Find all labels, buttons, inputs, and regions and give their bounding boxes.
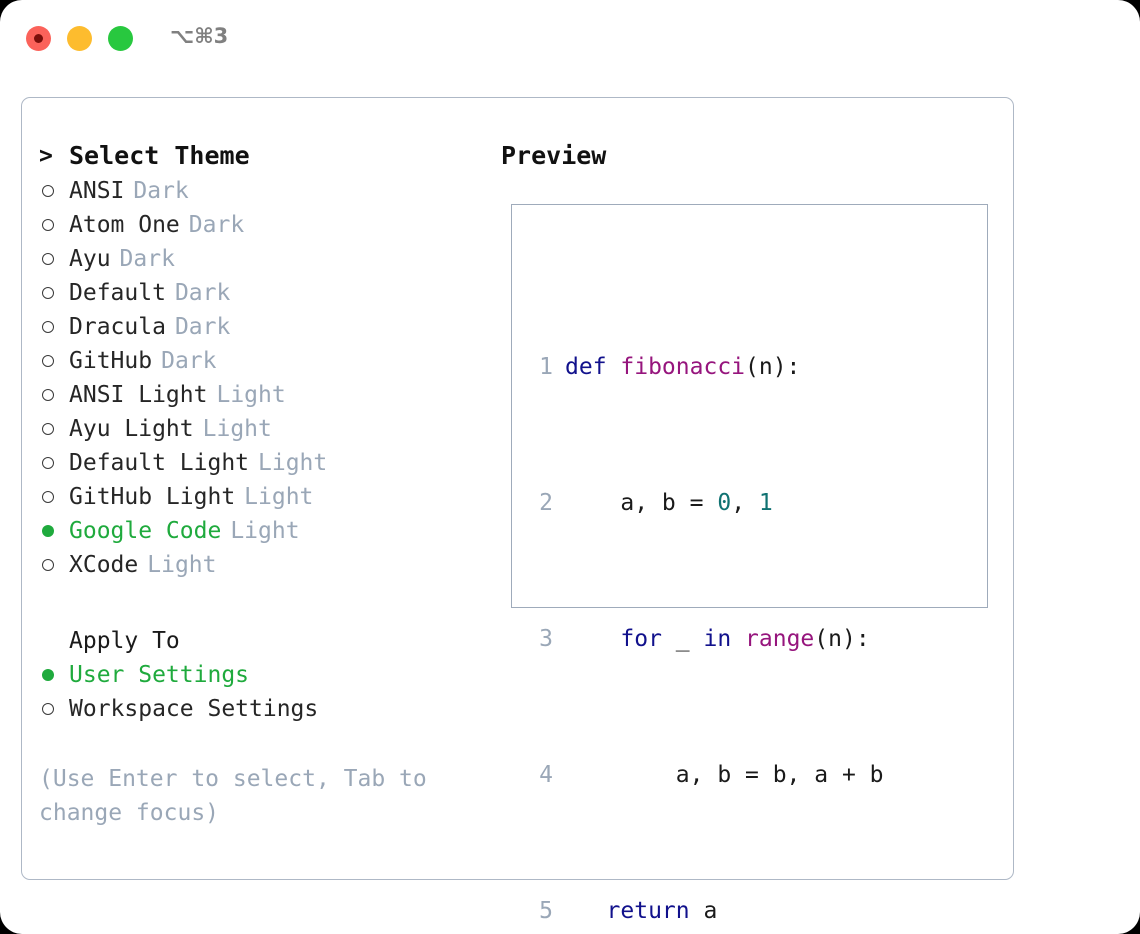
theme-label: Default xyxy=(69,280,166,306)
theme-label: GitHub Light xyxy=(69,484,236,510)
theme-variant-badge: Light xyxy=(147,552,217,578)
theme-variant-badge: Dark xyxy=(133,178,189,204)
keyboard-shortcut-label: ⌥⌘3 xyxy=(170,24,229,48)
section-spacer xyxy=(39,582,489,624)
code-token: for xyxy=(620,626,662,652)
preview-title: Preview xyxy=(501,141,607,170)
theme-label: Ayu Light xyxy=(69,416,194,442)
prompt-caret-icon: > xyxy=(39,143,53,169)
theme-option-ayu-light[interactable]: Ayu Light Light xyxy=(39,412,489,446)
theme-variant-badge: Light xyxy=(216,382,286,408)
line-number: 3 xyxy=(539,626,553,652)
apply-to-label: Workspace Settings xyxy=(69,696,319,722)
theme-picker-title-row: > Select Theme xyxy=(39,138,489,174)
maximize-window-icon[interactable] xyxy=(108,26,133,51)
theme-label: Dracula xyxy=(69,314,166,340)
apply-to-title: Apply To xyxy=(69,628,180,654)
code-line: 4 a, b = b, a + b xyxy=(525,758,911,792)
theme-variant-badge: Light xyxy=(202,416,272,442)
theme-label: Atom One xyxy=(69,212,180,238)
theme-option-xcode-light[interactable]: XCode Light xyxy=(39,548,489,582)
code-token: fibonacci xyxy=(620,354,746,380)
code-token: (n): xyxy=(745,354,801,380)
theme-label: Google Code xyxy=(69,518,222,544)
line-number: 1 xyxy=(539,354,553,380)
code-line: 3 for _ in range(n): xyxy=(525,622,911,656)
theme-variant-badge: Light xyxy=(258,450,328,476)
theme-label: ANSI Light xyxy=(69,382,208,408)
theme-label: GitHub xyxy=(69,348,153,374)
line-number: 5 xyxy=(539,898,553,924)
code-token: _ xyxy=(661,626,704,652)
code-token: a, b = b, a + b xyxy=(565,762,884,788)
theme-variant-badge: Dark xyxy=(161,348,217,374)
code-token: in xyxy=(703,626,732,652)
code-token xyxy=(565,898,607,924)
code-token: return xyxy=(606,898,690,924)
theme-label: XCode xyxy=(69,552,139,578)
code-token xyxy=(565,626,620,652)
theme-option-ansi-light[interactable]: ANSI Light Light xyxy=(39,378,489,412)
theme-label: ANSI xyxy=(69,178,125,204)
theme-label: Default Light xyxy=(69,450,250,476)
apply-to-label: User Settings xyxy=(69,662,250,688)
theme-variant-badge: Dark xyxy=(174,314,231,340)
code-token xyxy=(731,626,745,652)
keyboard-hint-text: (Use Enter to select, Tab to change focu… xyxy=(39,766,441,826)
apply-to-option-user-settings[interactable]: User Settings xyxy=(39,658,489,692)
theme-option-default-light[interactable]: Default Light Light xyxy=(39,446,489,480)
code-token: 0 xyxy=(717,490,732,516)
theme-variant-badge: Dark xyxy=(119,246,175,272)
code-token: 1 xyxy=(758,490,773,516)
apply-to-option-workspace-settings[interactable]: Workspace Settings xyxy=(39,692,489,726)
code-token: def xyxy=(565,354,621,380)
traffic-light-buttons xyxy=(26,26,133,51)
minimize-window-icon[interactable] xyxy=(67,26,92,51)
theme-variant-badge: Dark xyxy=(174,280,231,306)
theme-option-google-code-light[interactable]: Google Code Light xyxy=(39,514,489,548)
theme-option-default-dark[interactable]: Default Dark xyxy=(39,276,489,310)
theme-label: Ayu xyxy=(69,246,111,272)
code-token: a, b = xyxy=(565,490,718,516)
code-token: (n): xyxy=(814,626,870,652)
theme-option-ayu-dark[interactable]: Ayu Dark xyxy=(39,242,489,276)
code-line: 1 def fibonacci(n): xyxy=(525,350,911,384)
close-window-icon[interactable] xyxy=(26,26,51,51)
code-token: range xyxy=(745,626,815,652)
code-token: , xyxy=(731,490,759,516)
line-number: 4 xyxy=(539,762,553,788)
code-token: a xyxy=(689,898,718,924)
code-line: 5 return a xyxy=(525,894,911,928)
theme-option-github-light[interactable]: GitHub Light Light xyxy=(39,480,489,514)
theme-option-atom-one-dark[interactable]: Atom One Dark xyxy=(39,208,489,242)
theme-variant-badge: Light xyxy=(230,518,300,544)
theme-variant-badge: Dark xyxy=(188,212,245,238)
theme-option-github-dark[interactable]: GitHub Dark xyxy=(39,344,489,378)
code-line: 2 a, b = 0, 1 xyxy=(525,486,911,520)
theme-option-dracula-dark[interactable]: Dracula Dark xyxy=(39,310,489,344)
theme-option-ansi-dark[interactable]: ANSI Dark xyxy=(39,174,489,208)
theme-picker-title: Select Theme xyxy=(69,141,250,170)
theme-variant-badge: Light xyxy=(244,484,314,510)
window-titlebar: ⌥⌘3 xyxy=(0,0,1140,78)
line-number: 2 xyxy=(539,490,553,516)
